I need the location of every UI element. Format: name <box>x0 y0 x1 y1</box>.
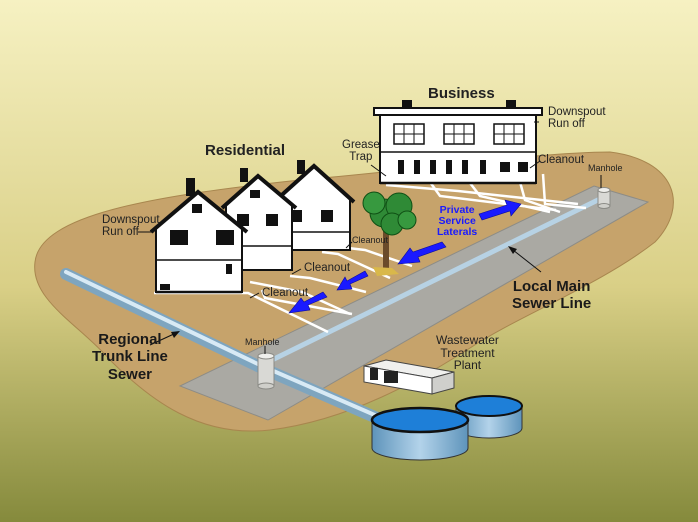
downspout-residential-label: Downspout Run off <box>102 214 160 238</box>
local-main-sewer-line-label: Local Main Sewer Line <box>512 278 591 313</box>
cleanout-business-label: Cleanout <box>538 154 584 166</box>
downspout-business-label: Downspout Run off <box>548 106 606 130</box>
cleanout-tree-label: Cleanout <box>352 236 388 245</box>
manhole-left-label: Manhole <box>245 338 280 347</box>
business-title: Business <box>428 86 495 102</box>
wastewater-treatment-plant-label: Wastewater Treatment Plant <box>436 334 499 372</box>
cleanout-house-lower-label: Cleanout <box>262 287 308 299</box>
grease-trap-label: Grease Trap <box>342 139 380 163</box>
business-building <box>374 100 542 183</box>
private-service-laterals-label: Private Service Laterals <box>437 205 477 238</box>
cleanout-house-upper-label: Cleanout <box>304 262 350 274</box>
regional-trunk-line-label: Regional Trunk Line Sewer <box>92 331 168 383</box>
manhole-right <box>598 188 610 209</box>
manhole-left <box>258 353 274 389</box>
treatment-tank-left <box>372 408 468 460</box>
manhole-right-label: Manhole <box>588 164 623 173</box>
residential-title: Residential <box>205 143 285 159</box>
